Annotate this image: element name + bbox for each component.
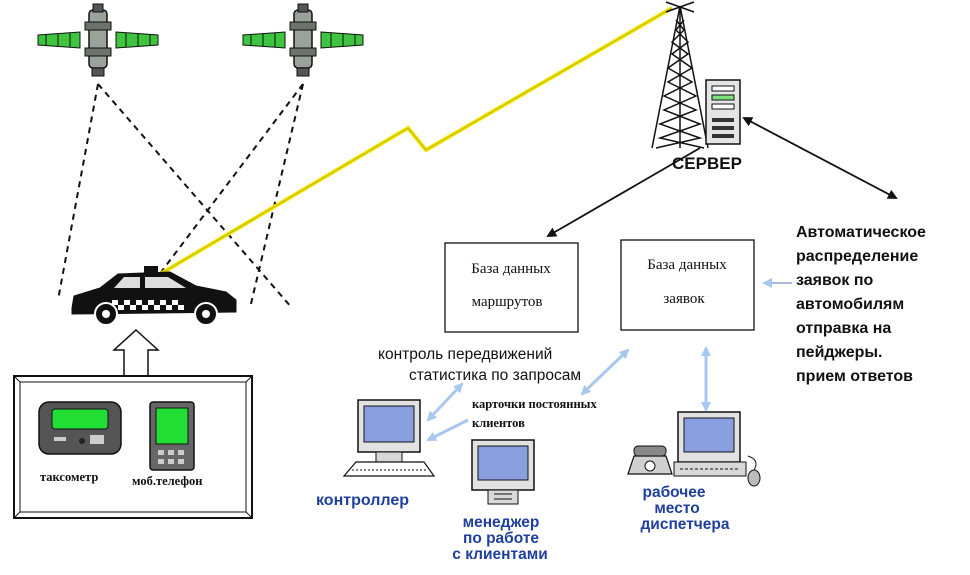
device-to-car-arrow bbox=[114, 330, 158, 376]
auto-line-1: Автоматическое bbox=[796, 224, 926, 241]
telephone-icon bbox=[628, 446, 672, 474]
controller-link-arrow bbox=[428, 384, 462, 420]
phone-icon bbox=[150, 402, 194, 470]
stats-link-arrow bbox=[582, 350, 628, 394]
auto-line-6: пейджеры. bbox=[796, 344, 882, 361]
auto-line-3: заявок по bbox=[796, 272, 873, 289]
server-icon bbox=[706, 80, 740, 144]
dispatcher-label: рабочее место диспетчера bbox=[640, 484, 729, 533]
server-to-routes-arrow bbox=[548, 148, 700, 236]
mouse-icon bbox=[748, 456, 760, 486]
auto-line-2: распределение bbox=[796, 248, 918, 265]
client-cards-label: карточки постоянных bbox=[472, 397, 597, 411]
taxi-car-icon bbox=[72, 266, 236, 325]
auto-line-5: отправка на bbox=[796, 320, 891, 337]
computer-icon bbox=[344, 400, 434, 476]
radio-tower-icon bbox=[652, 2, 708, 148]
client-cards-label-2: клиентов bbox=[472, 416, 525, 430]
routes-db-title: База данных bbox=[471, 261, 551, 277]
mobile-phone-label: моб.телефон bbox=[132, 474, 202, 488]
manager-label-1: менеджер bbox=[463, 514, 540, 531]
auto-distribution-text: Автоматическое распределение заявок по а… bbox=[796, 224, 926, 385]
controller-label: контроллер bbox=[316, 492, 409, 509]
manager-label-2: по работе bbox=[463, 530, 539, 547]
auto-line-7: прием ответов bbox=[796, 368, 913, 385]
server-auto-distribution-arrow bbox=[744, 118, 896, 198]
routes-database-box: База данных маршрутов bbox=[445, 243, 578, 332]
satellite-signal-lines bbox=[58, 84, 303, 308]
dispatcher-label-2: место bbox=[654, 500, 699, 517]
satellite-icon bbox=[38, 4, 158, 76]
routes-db-subtitle: маршрутов bbox=[472, 294, 543, 310]
dispatcher-label-1: рабочее bbox=[643, 484, 706, 501]
server-label: СЕРВЕР bbox=[672, 154, 742, 173]
manager-label: менеджер по работе с клиентами bbox=[452, 514, 547, 563]
statistics-label: статистика по запросам bbox=[409, 367, 581, 384]
manager-label-3: с клиентами bbox=[452, 546, 547, 563]
satellite-icon bbox=[243, 4, 363, 76]
taximeter-label: таксометр bbox=[40, 470, 98, 484]
orders-db-subtitle: заявок bbox=[663, 291, 705, 307]
radio-signal-bolt bbox=[150, 8, 672, 280]
orders-db-title: База данных bbox=[647, 257, 727, 273]
computer-icon bbox=[674, 412, 746, 476]
orders-database-box: База данных заявок bbox=[621, 240, 754, 330]
dispatcher-label-3: диспетчера bbox=[640, 516, 729, 533]
pager-icon bbox=[39, 402, 121, 454]
manager-link-arrow bbox=[428, 420, 468, 440]
computer-icon bbox=[472, 440, 534, 504]
control-movement-label: контроль передвижений bbox=[378, 346, 552, 363]
auto-line-4: автомобилям bbox=[796, 296, 904, 313]
